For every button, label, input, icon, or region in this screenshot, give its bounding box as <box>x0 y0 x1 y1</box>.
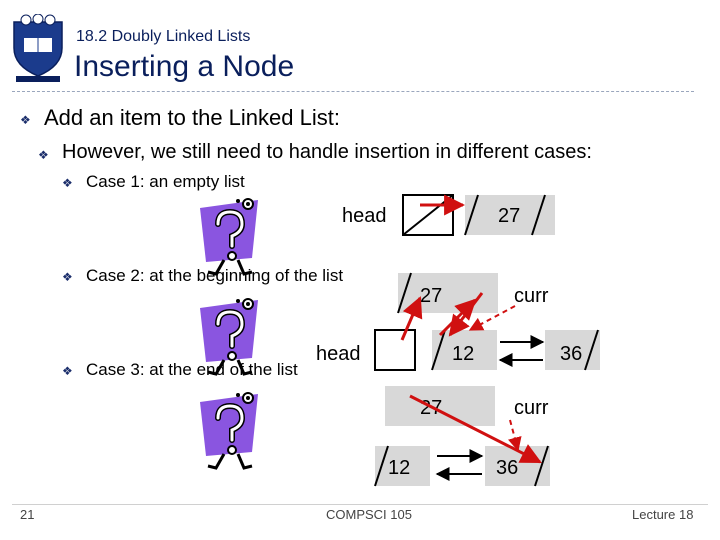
university-crest-logo <box>13 14 63 82</box>
question-figure-case2 <box>200 299 258 374</box>
case3-node-27 <box>385 386 495 426</box>
case1-node <box>465 195 555 235</box>
lecture-label: Lecture 18 <box>632 507 694 522</box>
case2-node12-prev-null <box>431 329 446 371</box>
bullet-marker-l2: ❖ <box>38 148 49 162</box>
case3-node36-next-null <box>534 445 549 487</box>
case2-head-arrow <box>400 296 423 341</box>
bullet-level1: Add an item to the Linked List: <box>44 105 340 130</box>
bullet-marker-case3: ❖ <box>62 364 73 378</box>
case2-node36-next-null <box>584 329 599 371</box>
lecture-subtitle: 18.2 Doubly Linked Lists <box>76 28 251 45</box>
bullet-case2: Case 2: at the beginning of the list <box>86 266 344 285</box>
case2-node12-value: 12 <box>452 343 474 365</box>
title-divider <box>12 91 694 92</box>
case2-node36-value: 36 <box>560 343 582 365</box>
case1-node-prev-null <box>464 194 479 236</box>
case2-old-prev-arrow <box>438 298 477 337</box>
case2-head-label: head <box>316 343 361 365</box>
bullet-marker-case1: ❖ <box>62 176 73 190</box>
case1-node-value: 27 <box>498 205 520 227</box>
bullet-marker-l1: ❖ <box>20 113 31 127</box>
case2-head-box <box>374 329 416 371</box>
case2-new-node-value: 27 <box>420 285 442 307</box>
slide-title: Inserting a Node <box>74 50 295 83</box>
course-code: COMPSCI 105 <box>326 507 412 522</box>
case3-curr-arrow <box>507 419 522 452</box>
case2-curr-label: curr <box>514 285 549 307</box>
case1-head-label: head <box>342 205 387 227</box>
question-figure-case3 <box>200 393 258 468</box>
bullet-level2: However, we still need to handle inserti… <box>62 141 592 163</box>
case3-node-12 <box>375 446 430 486</box>
case3-node36-value: 36 <box>496 457 518 479</box>
bullet-case1: Case 1: an empty list <box>86 172 245 191</box>
bullet-marker-case2: ❖ <box>62 270 73 284</box>
case2-new-node <box>398 273 498 313</box>
case1-node-next-null <box>531 194 546 236</box>
case3-node12-prev-null <box>374 445 389 487</box>
question-figure-case1 <box>200 199 258 274</box>
page-number: 21 <box>20 507 35 522</box>
case3-curr-label: curr <box>514 397 549 419</box>
case3-node12-value: 12 <box>388 457 410 479</box>
case2-new-prev-null <box>397 272 412 314</box>
footer-divider <box>12 504 708 505</box>
